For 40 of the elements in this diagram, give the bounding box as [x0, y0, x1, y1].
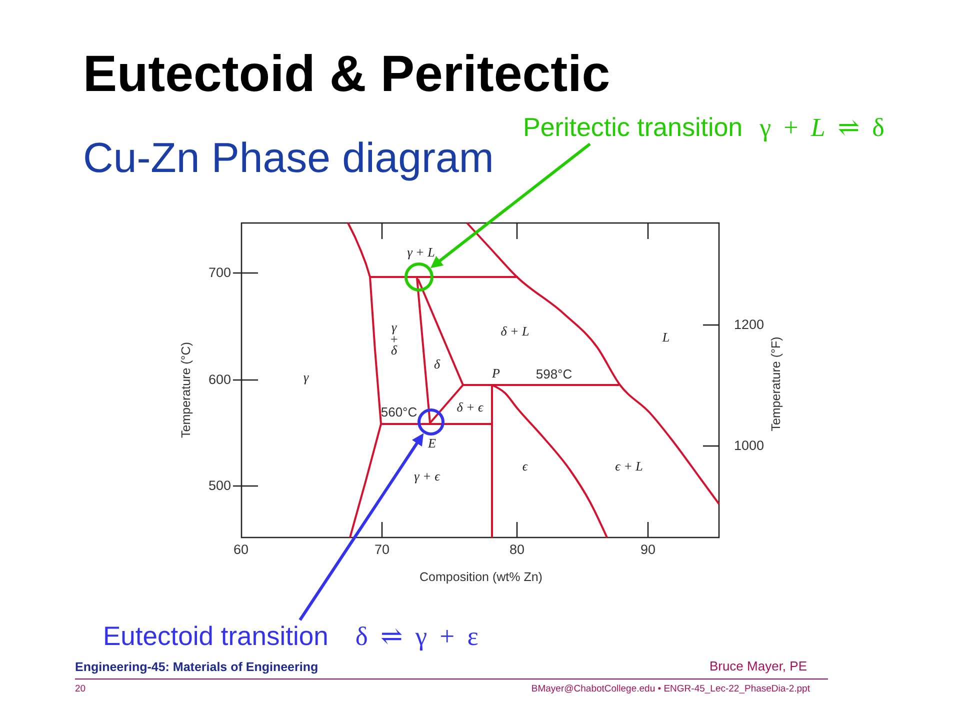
leader-arrow [430, 142, 591, 268]
phase-region-label: ϵ + L [615, 460, 643, 474]
temperature-label: 598°C [536, 368, 572, 382]
slide-title: Eutectoid & Peritectic [83, 45, 610, 104]
tick-label: 80 [509, 542, 525, 558]
phase-region-label: L [662, 330, 670, 346]
annotation-label: Peritectic transition [523, 113, 743, 143]
tick-label: 90 [640, 542, 656, 558]
axis-title: Composition (wt% Zn) [420, 570, 542, 584]
phase-region-label: δ [434, 358, 440, 372]
tick-label: 1000 [734, 438, 764, 454]
phase-region-label: δ + L [500, 324, 530, 340]
tick-label: 700 [208, 265, 231, 281]
tick-label: 70 [374, 542, 390, 558]
reaction-equation: δ ⇌ γ + ε [355, 621, 478, 652]
footer-text: Engineering-45: Materials of Engineering [75, 660, 318, 674]
page-number: 20 [75, 684, 86, 696]
leader-arrow [298, 433, 424, 621]
author-name: Bruce Mayer, PE [709, 660, 807, 674]
point-label: E [428, 436, 436, 452]
phase-region-label: γ + δ [388, 321, 400, 357]
footer-text: BMayer@ChabotCollege.edu • ENGR-45_Lec-22_PhaseDia-2.ppt [531, 684, 810, 696]
axis-title: Temperature (°C) [178, 342, 194, 438]
tick-label: 500 [208, 478, 231, 494]
tick-label: 60 [233, 542, 249, 558]
highlight-circle [404, 262, 434, 292]
phase-region-label: γ + ϵ [414, 470, 440, 484]
reaction-equation: γ + L ⇌ δ [760, 113, 884, 143]
subtitle: Cu-Zn Phase diagram [83, 134, 494, 182]
temperature-label: 560°C [380, 406, 418, 420]
highlight-circle [417, 408, 445, 436]
phase-region-label: δ + ϵ [456, 400, 484, 416]
phase-region-label: ϵ [522, 460, 528, 474]
tick-label: 600 [208, 372, 231, 388]
phase-region-label: γ + L [407, 246, 435, 260]
annotation-label: Eutectoid transition [103, 621, 328, 652]
phase-region-label: γ [303, 370, 309, 386]
tick-label: 1200 [734, 317, 764, 333]
point-label: P [492, 366, 500, 382]
axis-title: Temperature (°F) [768, 336, 784, 432]
